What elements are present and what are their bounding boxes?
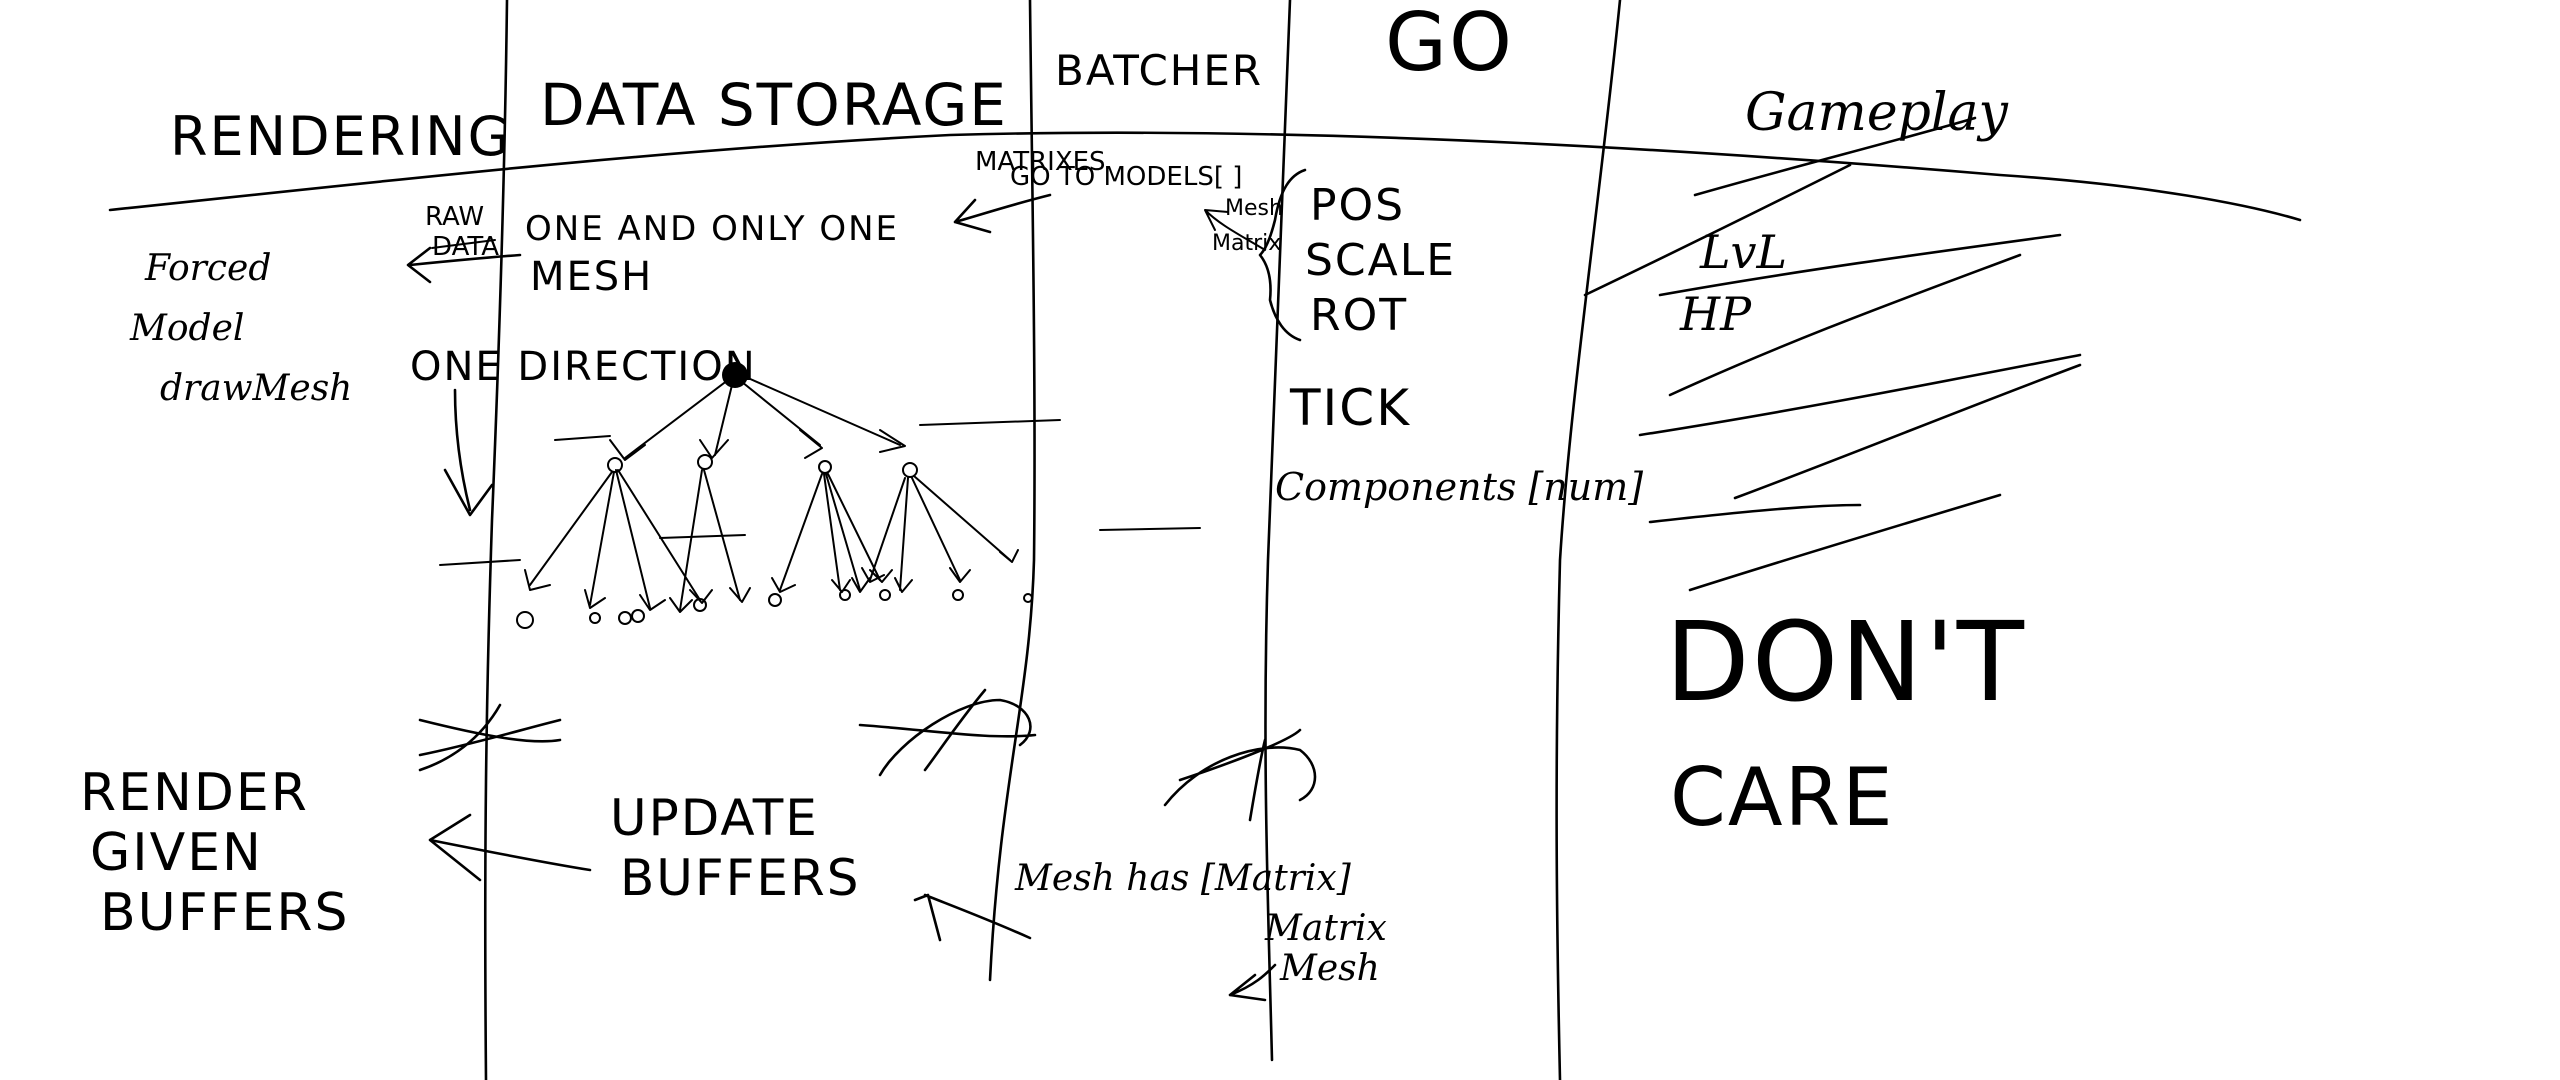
raw-data-arrow <box>406 246 522 284</box>
tree-dashes <box>439 419 1201 566</box>
update-buffers-arrow <box>428 813 592 882</box>
mesh-has-arrow <box>913 893 1032 942</box>
tick-label: TICK <box>1289 379 1411 437</box>
hp-label: HP <box>1679 287 1752 341</box>
tree-diagram <box>439 362 1201 629</box>
divider-batcher-go <box>1264 0 1292 1062</box>
tree-leaf-5 <box>693 598 707 612</box>
scale-label: SCALE <box>1305 235 1456 286</box>
mesh-rule-line2: MESH <box>530 254 653 300</box>
render-given-line3: BUFFERS <box>100 883 350 943</box>
header-divider-line <box>108 131 2302 222</box>
matrix-mesh-arrow <box>1228 963 1277 1002</box>
tree-edges-level2 <box>529 469 1011 611</box>
gameplay-heading: Gameplay <box>1745 83 2009 143</box>
go-heading: GO <box>1385 0 1514 89</box>
divider-rendering-storage <box>483 0 509 1080</box>
go-props-brace <box>1258 168 1307 342</box>
tree-leaf-6 <box>768 593 782 607</box>
tree-leaf-8 <box>879 589 891 601</box>
update-buffers-line2: BUFFERS <box>620 849 861 907</box>
tree-leaf-1 <box>516 611 534 629</box>
crossed-arrow-2 <box>858 688 1037 777</box>
raw-data-strike <box>431 239 496 249</box>
mesh-label: Mesh <box>1279 948 1380 989</box>
dont-care-line2: CARE <box>1670 751 1895 844</box>
tree-leaf-10 <box>1023 593 1033 603</box>
mesh-rule-line1: ONE AND ONLY ONE <box>525 209 899 249</box>
tree-leaf-4 <box>631 609 645 623</box>
matrices-arrow <box>953 193 1052 234</box>
crossed-arrow-1 <box>418 703 562 772</box>
tree-node-b <box>697 454 713 470</box>
one-direction-down-arrow <box>443 388 494 517</box>
drawmesh-note: drawMesh <box>160 368 352 409</box>
tree-edges-level1 <box>624 377 901 459</box>
update-buffers-line1: UPDATE <box>610 789 819 847</box>
go-props-arrow <box>1204 209 1266 251</box>
render-given-line2: GIVEN <box>90 823 263 883</box>
render-given-line1: RENDER <box>80 763 309 823</box>
forced-note: Forced <box>144 248 271 289</box>
model-note: Model <box>129 308 244 349</box>
rot-label: ROT <box>1310 290 1408 341</box>
tree-leaf-3 <box>618 611 632 625</box>
tree-leaf-7 <box>839 589 851 601</box>
matrix-label: Matrix <box>1264 908 1387 949</box>
go-models-label: GO TO MODELS[ ] <box>1010 162 1242 192</box>
batcher-heading: BATCHER <box>1055 46 1263 95</box>
pos-label: POS <box>1310 180 1405 231</box>
tree-node-c <box>818 460 832 474</box>
data-storage-heading: DATA STORAGE <box>540 71 1008 139</box>
tree-node-a <box>607 457 623 473</box>
components-label: Components [num] <box>1275 465 1643 509</box>
tree-leaf-2 <box>589 612 601 624</box>
rendering-heading: RENDERING <box>170 105 511 168</box>
one-direction-label: ONE DIRECTION <box>410 344 757 390</box>
tree-leaf-9 <box>952 589 964 601</box>
divider-storage-batcher <box>988 0 1036 982</box>
tree-arrowheads-level1 <box>609 429 906 461</box>
crossed-arrow-3 <box>1163 728 1317 822</box>
go-side-mesh: Mesh <box>1225 196 1283 221</box>
tree-node-d <box>902 462 918 478</box>
gameplay-scribble <box>1583 163 2082 592</box>
matrices-label: MATRIXES <box>975 147 1106 177</box>
mesh-has-label: Mesh has [Matrix] <box>1014 858 1352 899</box>
raw-label: RAW <box>425 202 484 232</box>
gameplay-strike <box>1693 116 1977 197</box>
dont-care-line1: DON'T <box>1665 598 2026 726</box>
divider-go-gameplay <box>1555 0 1622 1080</box>
